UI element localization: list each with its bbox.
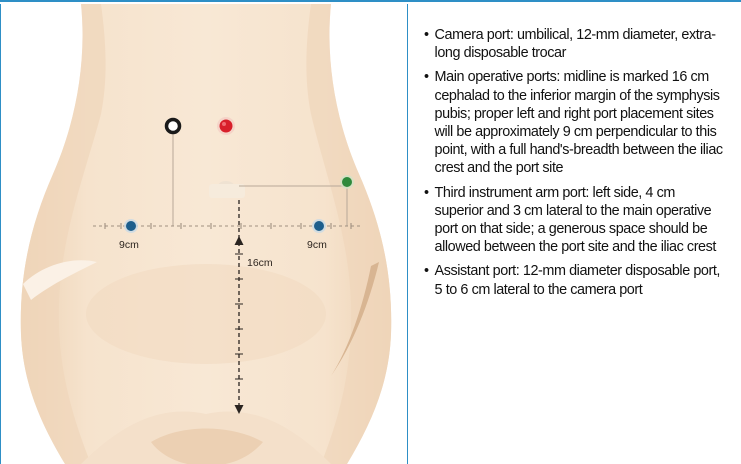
left-distance-label: 9cm	[119, 239, 139, 251]
legend-item-camera-port: Camera port: umbilical, 12-mm diameter, …	[424, 26, 724, 62]
legend-item-assistant-port: Assistant port: 12-mm diameter disposabl…	[424, 262, 724, 298]
port-legend-list: Camera port: umbilical, 12-mm diameter, …	[424, 26, 724, 305]
torso-shape	[21, 4, 391, 464]
legend-item-third-arm-port: Third instrument arm port: left side, 4 …	[424, 184, 724, 257]
abdomen-illustration: 9cm 9cm 16cm	[0, 4, 408, 464]
assistant-port	[167, 120, 180, 133]
camera-port	[217, 117, 235, 135]
right-main-port	[312, 219, 326, 233]
right-distance-label: 9cm	[307, 239, 327, 251]
left-main-port	[124, 219, 138, 233]
legend-item-main-ports: Main operative ports: midline is marked …	[424, 68, 724, 177]
lower-abdomen-shade	[86, 264, 326, 364]
third-arm-port	[340, 175, 354, 189]
abdomen-drawing: 9cm 9cm 16cm	[1, 4, 407, 464]
vertical-distance-label: 16cm	[247, 257, 273, 269]
